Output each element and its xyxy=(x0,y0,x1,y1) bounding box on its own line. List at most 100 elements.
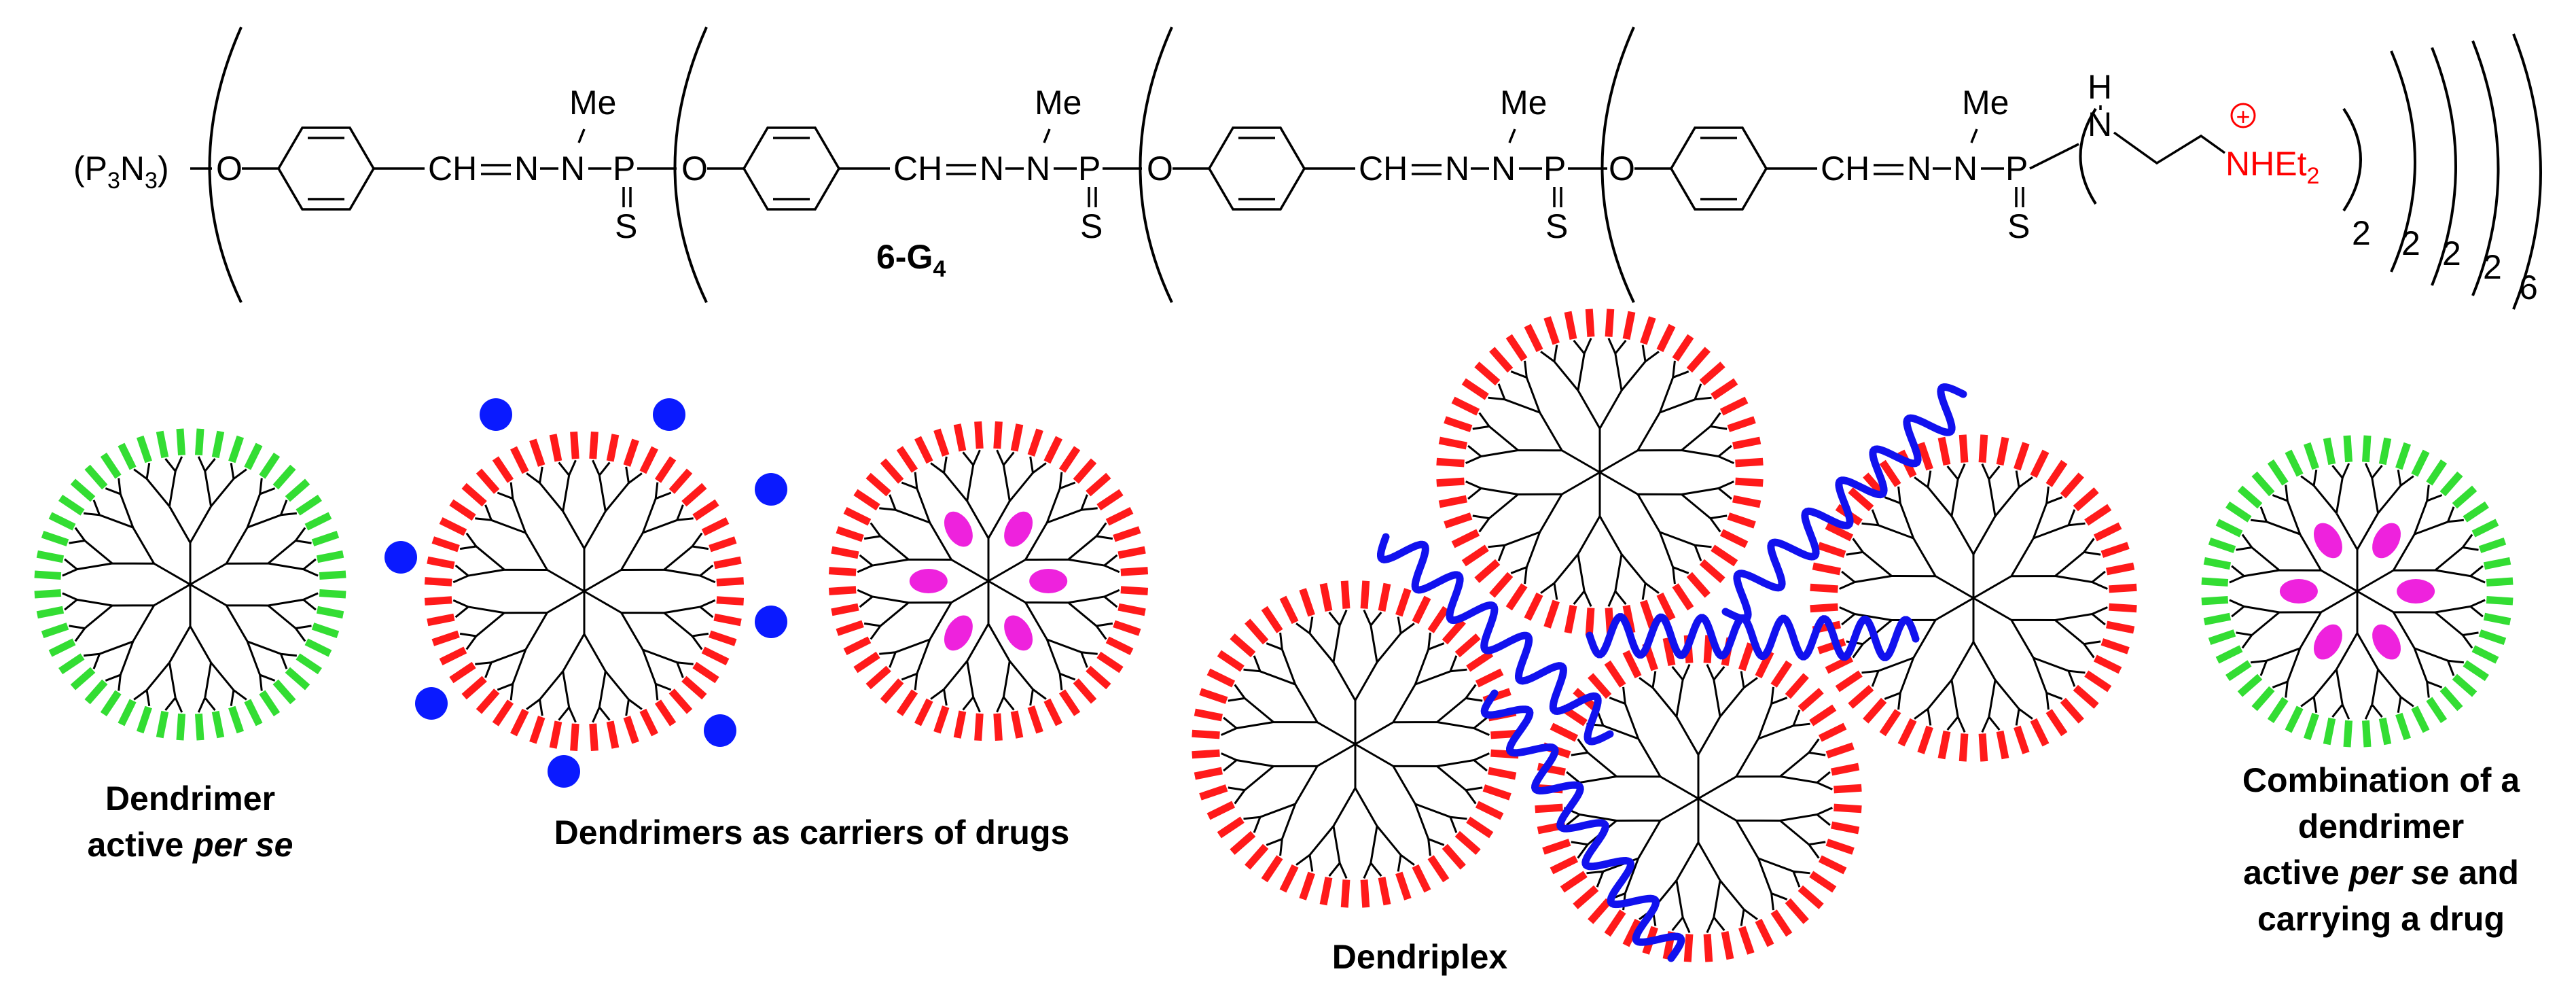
surface-group-tick xyxy=(1475,668,1504,688)
surface-group-tick xyxy=(865,472,891,497)
label-combo-line3: active per se and xyxy=(2243,854,2519,892)
svg-text:S: S xyxy=(615,207,637,245)
surface-group-tick xyxy=(1474,559,1501,583)
label-carriers: Dendrimers as carriers of drugs xyxy=(554,814,1070,852)
surface-group-tick xyxy=(1279,595,1299,625)
surface-group-tick xyxy=(654,699,677,727)
surface-group-tick xyxy=(2106,620,2135,634)
surface-group-tick xyxy=(1299,871,1315,900)
encapsulated-drug-ellipse xyxy=(944,615,973,651)
surface-group-tick xyxy=(953,423,967,452)
svg-text:O: O xyxy=(1147,150,1173,188)
surface-group-tick xyxy=(2452,485,2477,509)
encapsulated-drug-ellipse xyxy=(2313,624,2342,660)
surface-group-tick xyxy=(272,679,296,705)
surface-group-tick xyxy=(2483,612,2511,626)
surface-group-tick xyxy=(2471,519,2499,538)
encapsulated-drugs xyxy=(909,511,1068,651)
dendriplex-dendrimer-left xyxy=(1192,580,1519,908)
surface-group-tick xyxy=(570,723,579,752)
surface-group-tick xyxy=(836,526,864,542)
surface-group-tick xyxy=(549,720,562,749)
surface-group-tick xyxy=(2478,537,2507,553)
svg-text:O: O xyxy=(681,150,708,188)
surface-group-tick xyxy=(1738,642,1755,671)
surface-group-tick xyxy=(1703,934,1713,962)
surface-group-tick xyxy=(2084,504,2112,526)
surface-group-tick xyxy=(1117,603,1146,616)
chemical-formula: (P3N3) O CH N N Me P S xyxy=(73,27,2542,310)
surface-group-tick xyxy=(1809,704,1837,727)
svg-text:N: N xyxy=(1026,150,1050,188)
surface-group-tick xyxy=(1797,688,1824,712)
surface-groups xyxy=(828,421,1149,741)
surface-group-tick xyxy=(549,434,562,462)
drug-molecule-dot xyxy=(548,755,580,788)
surface-group-tick xyxy=(439,646,467,665)
drug-molecule-dot xyxy=(653,398,685,431)
surface-group-tick xyxy=(2378,437,2392,466)
branch-tree xyxy=(857,449,1120,713)
surface-group-tick xyxy=(2478,629,2507,646)
surface-group-tick xyxy=(623,438,639,467)
surface-group-tick xyxy=(1958,733,1969,762)
surface-group-tick xyxy=(1466,816,1494,839)
drug-molecule-dot xyxy=(704,714,736,747)
surface-group-tick xyxy=(570,431,579,459)
surface-group-tick xyxy=(1217,650,1245,672)
surface-group-tick xyxy=(1043,698,1062,727)
surface-group-tick xyxy=(1299,588,1315,617)
surface-group-tick xyxy=(1732,436,1761,450)
surface-group-tick xyxy=(1319,877,1333,906)
surface-group-tick xyxy=(100,453,122,479)
surface-group-tick xyxy=(58,494,85,516)
dendrimer-carrier-encapsulated xyxy=(828,421,1149,741)
surface-group-tick xyxy=(319,589,346,599)
surface-group-tick xyxy=(2109,583,2137,593)
surface-group-tick xyxy=(1686,347,1711,373)
surface-group-tick xyxy=(1482,784,1511,801)
core-label: (P3N3) xyxy=(73,150,169,194)
svg-text:P: P xyxy=(613,150,635,188)
surface-group-tick xyxy=(439,517,467,536)
surface-group-tick xyxy=(1833,803,1862,814)
branch-tree xyxy=(1839,463,2108,733)
drug-molecule-dot xyxy=(384,541,417,574)
surface-group-tick xyxy=(1086,665,1111,690)
surface-group-tick xyxy=(1550,855,1579,875)
surface-group-tick xyxy=(1770,909,1793,937)
terminal-ammonium: NHEt2 xyxy=(2225,145,2319,189)
surface-group-tick xyxy=(2030,718,2050,747)
surface-group-tick xyxy=(2093,654,2122,674)
surface-group-tick xyxy=(2237,485,2263,509)
surface-group-tick xyxy=(1818,855,1847,875)
surface-group-tick xyxy=(2463,660,2489,682)
surface-group-tick xyxy=(853,489,880,511)
surface-group-tick xyxy=(244,442,263,470)
label-combo-line4: carrying a drug xyxy=(2257,900,2505,938)
surface-group-tick xyxy=(1699,362,1725,386)
surface-group-tick xyxy=(1340,580,1350,609)
surface-group-tick xyxy=(709,630,737,646)
surface-group-tick xyxy=(1073,458,1097,484)
surface-group-tick xyxy=(1438,495,1467,508)
surface-group-tick xyxy=(1825,839,1855,855)
surface-group-tick xyxy=(2411,705,2430,733)
drug-molecule-dot xyxy=(755,606,787,638)
surface-group-tick xyxy=(1192,749,1220,759)
surface-group-tick xyxy=(1672,334,1694,362)
surface-group-tick xyxy=(2343,435,2353,463)
close-paren-3 xyxy=(2431,47,2457,286)
surface-group-tick xyxy=(424,596,452,606)
surface-group-tick xyxy=(1474,362,1501,386)
surface-group-tick xyxy=(1444,416,1473,432)
surface-group-tick xyxy=(1958,434,1969,463)
surface-group-tick xyxy=(1863,697,1887,724)
surface-group-tick xyxy=(1897,718,1917,747)
surface-group-tick xyxy=(1535,803,1563,814)
surface-group-tick xyxy=(211,710,225,739)
surface-group-tick xyxy=(681,676,707,700)
surface-group-tick xyxy=(476,468,500,494)
surface-group-tick xyxy=(589,431,598,459)
